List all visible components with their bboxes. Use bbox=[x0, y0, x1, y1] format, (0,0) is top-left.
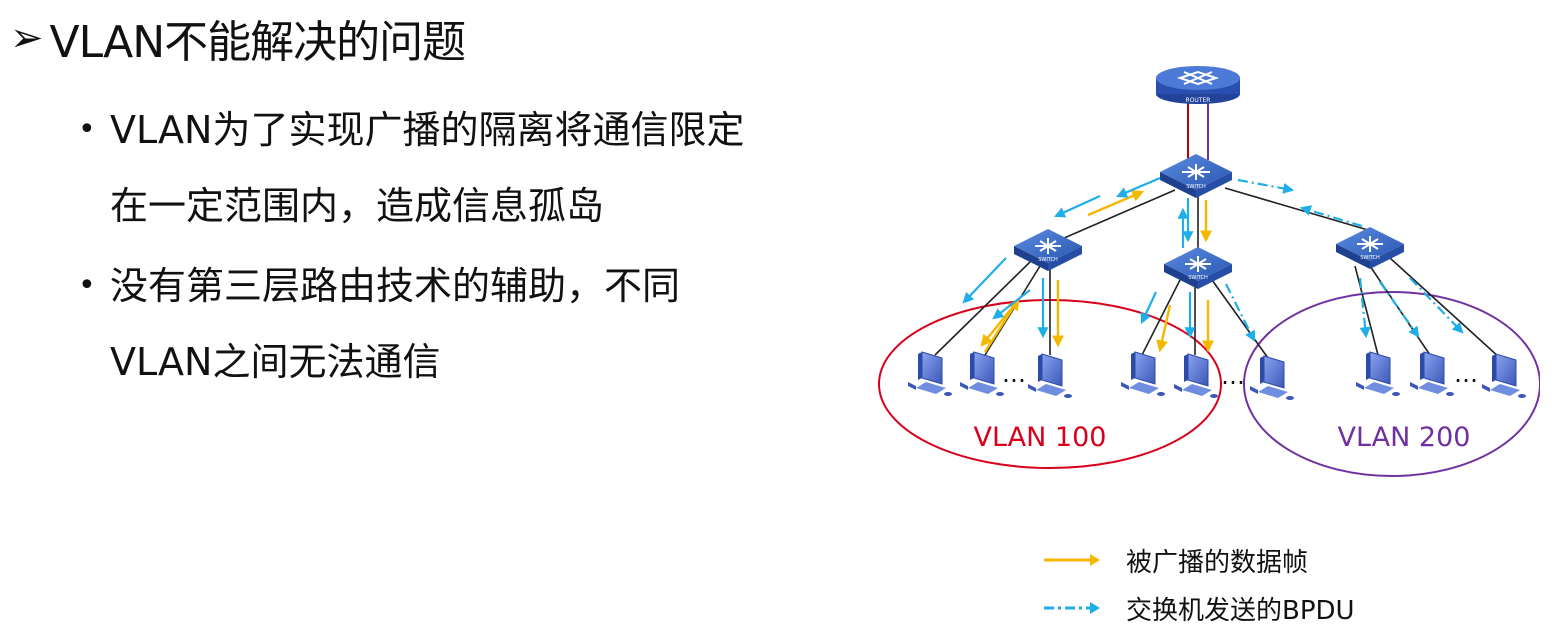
bullet-text-line: VLAN为了实现广播的隔离将通信限定 bbox=[110, 108, 745, 152]
broadcast-arrow-icon bbox=[1044, 554, 1100, 566]
pc-icon bbox=[960, 351, 1004, 396]
bullet-dot-icon: • bbox=[78, 268, 96, 303]
broadcast-arrows bbox=[980, 190, 1214, 353]
svg-text:SWITCH: SWITCH bbox=[1186, 184, 1206, 190]
slide-heading: ➢ VLAN不能解决的问题 bbox=[10, 6, 467, 70]
router-label: ROUTER bbox=[1186, 97, 1211, 104]
vlan-200-label: VLAN 200 bbox=[1338, 422, 1471, 453]
core-switch-icon: SWITCH bbox=[1160, 154, 1232, 198]
legend-item-broadcast: 被广播的数据帧 bbox=[1042, 536, 1355, 584]
access-switch-icon: SWITCH bbox=[1164, 247, 1232, 289]
pc-icon bbox=[1174, 353, 1218, 398]
bpdu-arrows bbox=[962, 176, 1464, 342]
bullet-text-line: 在一定范围内，造成信息孤岛 bbox=[110, 184, 605, 228]
pc-icon bbox=[1121, 351, 1165, 396]
pc-icon bbox=[1410, 351, 1454, 396]
pc-icon bbox=[1356, 351, 1400, 396]
legend-item-bpdu: 交换机发送的BPDU bbox=[1042, 584, 1355, 632]
network-links bbox=[934, 187, 1501, 359]
pc-group bbox=[908, 351, 1526, 400]
pc-icon bbox=[1028, 353, 1072, 398]
pc-icon bbox=[1482, 353, 1526, 398]
svg-text:SWITCH: SWITCH bbox=[1188, 275, 1208, 281]
router-icon: ROUTER bbox=[1156, 66, 1240, 104]
access-switch-icon: SWITCH bbox=[1014, 229, 1082, 271]
network-diagram: ROUTER SWITCH SWITCH SWITCH SWITCH … … … bbox=[878, 66, 1540, 477]
access-switch-icon: SWITCH bbox=[1336, 227, 1404, 269]
pc-ellipsis: … bbox=[1221, 362, 1245, 390]
arrow-bullet-icon: ➢ bbox=[10, 15, 44, 61]
legend-label: 被广播的数据帧 bbox=[1126, 547, 1309, 578]
pc-icon bbox=[1250, 355, 1294, 400]
slide-title: VLAN不能解决的问题 bbox=[49, 17, 467, 68]
svg-text:SWITCH: SWITCH bbox=[1038, 257, 1058, 263]
legend: 被广播的数据帧 交换机发送的BPDU bbox=[1042, 536, 1355, 632]
pc-ellipsis: … bbox=[1454, 360, 1478, 388]
vlan-100-label: VLAN 100 bbox=[974, 422, 1107, 453]
vlan-200-boundary bbox=[1243, 291, 1540, 477]
svg-text:SWITCH: SWITCH bbox=[1360, 255, 1380, 261]
bullet-text-line: VLAN之间无法通信 bbox=[110, 340, 441, 384]
bullet-text-line: 没有第三层路由技术的辅助，不同 bbox=[110, 264, 681, 308]
pc-icon bbox=[908, 351, 952, 396]
pc-ellipsis: … bbox=[1002, 360, 1026, 388]
legend-label: 交换机发送的BPDU bbox=[1126, 595, 1355, 626]
bullet-item: • 没有第三层路由技术的辅助，不同 VLAN之间无法通信 bbox=[78, 248, 878, 400]
bullet-dot-icon: • bbox=[78, 112, 96, 147]
bpdu-arrow-icon bbox=[1044, 602, 1100, 614]
bullet-item: • VLAN为了实现广播的隔离将通信限定 在一定范围内，造成信息孤岛 bbox=[78, 92, 878, 244]
bullet-list: • VLAN为了实现广播的隔离将通信限定 在一定范围内，造成信息孤岛 • 没有第… bbox=[78, 92, 878, 400]
